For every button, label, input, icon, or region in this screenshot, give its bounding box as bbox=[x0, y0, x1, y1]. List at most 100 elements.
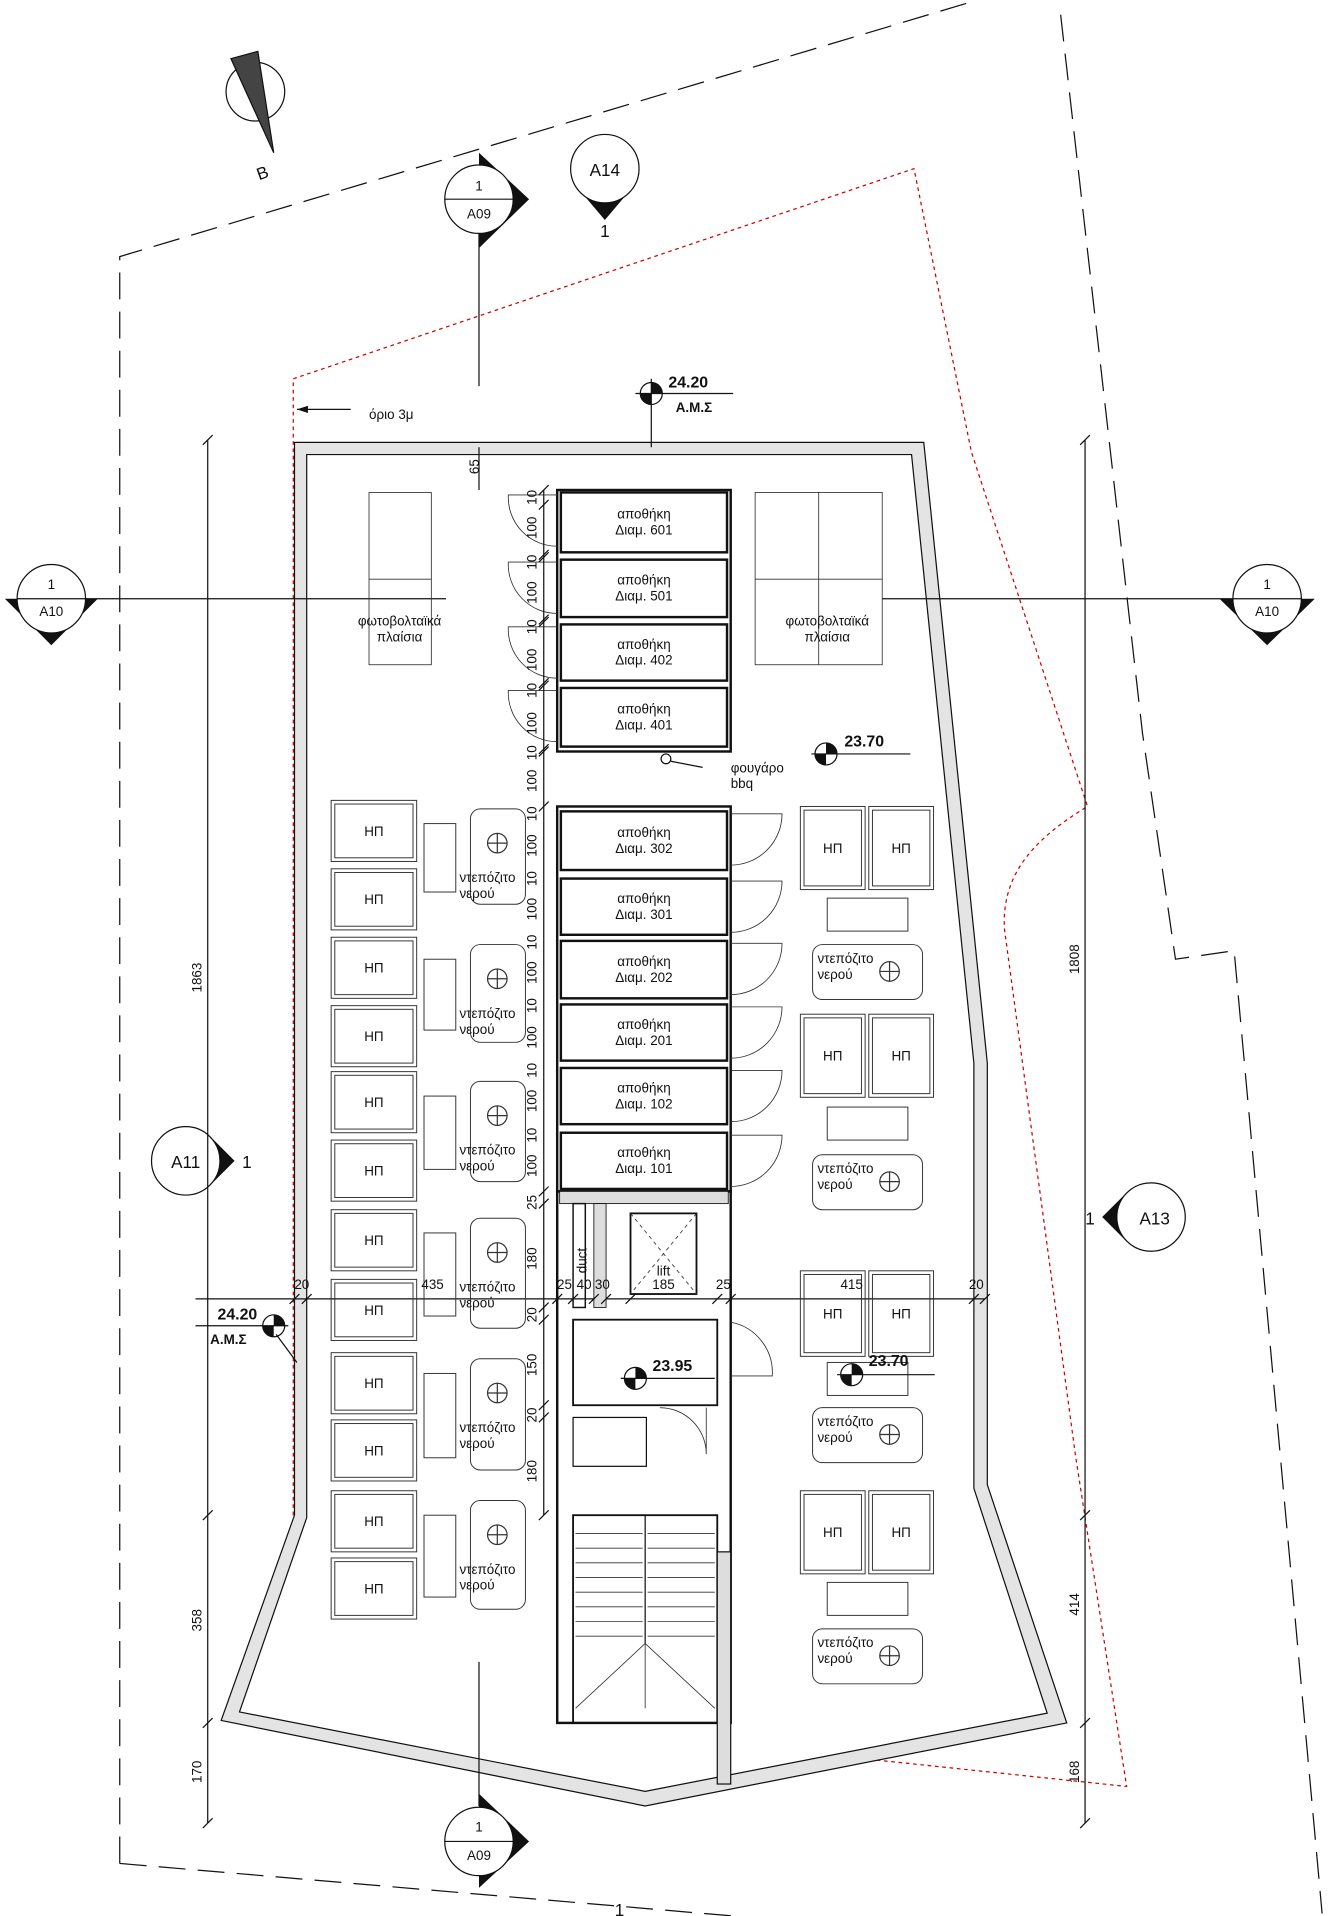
dim-left: 1863 bbox=[190, 963, 205, 993]
dim-storage: 180 bbox=[524, 1460, 539, 1482]
dim-horizontal: 30 bbox=[595, 1277, 610, 1292]
tank-base bbox=[826, 1581, 909, 1616]
svg-text:Διαμ. 201: Διαμ. 201 bbox=[615, 1033, 672, 1048]
svg-text:1: 1 bbox=[1085, 1209, 1095, 1228]
section-marker-a10-right[interactable]: 1 A10 bbox=[1219, 563, 1315, 646]
svg-text:A13: A13 bbox=[1140, 1209, 1170, 1228]
dim-storage: 10 bbox=[524, 1063, 539, 1078]
svg-text:ντεπόζιτο: ντεπόζιτο bbox=[817, 951, 873, 966]
solar-heater: ΗΠ bbox=[330, 1071, 418, 1134]
svg-text:1: 1 bbox=[475, 1820, 482, 1835]
door-swing bbox=[730, 942, 783, 996]
svg-text:φουγάρο: φουγάρο bbox=[731, 760, 784, 775]
dim-storage: 10 bbox=[524, 555, 539, 570]
tank-base bbox=[423, 823, 457, 893]
solar-heater: ΗΠ bbox=[330, 1490, 418, 1553]
solar-heater: ΗΠ bbox=[799, 805, 866, 891]
bbq-chimney: φουγάρο bbq bbox=[660, 753, 784, 791]
section-marker-a11[interactable]: A11 1 bbox=[150, 1126, 252, 1196]
svg-text:νερού: νερού bbox=[459, 886, 494, 901]
pv-panel-left: φωτοβολταϊκά πλαίσια bbox=[358, 492, 442, 666]
solar-heater: ΗΠ bbox=[330, 868, 418, 931]
svg-text:B: B bbox=[254, 162, 271, 184]
svg-text:αποθήκη: αποθήκη bbox=[617, 891, 670, 906]
svg-text:ΗΠ: ΗΠ bbox=[364, 824, 383, 839]
dim-horizontal: 20 bbox=[969, 1277, 984, 1292]
dim-storage: 100 bbox=[524, 649, 539, 671]
lift-car bbox=[629, 1212, 698, 1295]
svg-text:ΗΠ: ΗΠ bbox=[364, 1581, 383, 1596]
door-swing bbox=[730, 1134, 783, 1187]
dim-storage: 10 bbox=[524, 745, 539, 760]
level-marker-left: 24.20 Α.Μ.Σ bbox=[195, 1307, 298, 1363]
svg-text:Διαμ. 601: Διαμ. 601 bbox=[615, 523, 672, 538]
solar-heater: ΗΠ bbox=[330, 1557, 418, 1620]
section-marker-a10-left[interactable]: 1 A10 bbox=[4, 563, 98, 646]
dim-offset: 65 bbox=[467, 459, 482, 474]
svg-text:ΗΠ: ΗΠ bbox=[891, 1049, 910, 1064]
dim-right: 1808 bbox=[1067, 944, 1082, 974]
tank-base bbox=[423, 1372, 457, 1459]
section-marker-a09-bottom[interactable]: 1 A09 bbox=[444, 1793, 530, 1888]
svg-text:23.70: 23.70 bbox=[869, 1353, 909, 1370]
property-boundary-right bbox=[1060, 14, 1323, 1914]
solar-heater: ΗΠ bbox=[330, 936, 418, 999]
solar-heater: ΗΠ bbox=[330, 1352, 418, 1415]
svg-text:ΗΠ: ΗΠ bbox=[364, 892, 383, 907]
svg-text:ντεπόζιτο: ντεπόζιτο bbox=[459, 1562, 515, 1577]
property-boundary bbox=[119, 0, 978, 1864]
roof-terrace bbox=[238, 453, 1048, 1792]
dim-storage: 150 bbox=[524, 1354, 539, 1376]
dim-storage: 100 bbox=[524, 1155, 539, 1177]
dim-storage: 10 bbox=[524, 683, 539, 698]
tank-base bbox=[826, 1361, 909, 1396]
svg-text:Διαμ. 401: Διαμ. 401 bbox=[615, 718, 672, 733]
dim-left: 170 bbox=[190, 1761, 205, 1783]
dim-storage: 10 bbox=[524, 490, 539, 505]
dim-storage: 10 bbox=[524, 1128, 539, 1143]
dim-storage: 100 bbox=[524, 712, 539, 734]
svg-text:Διαμ. 301: Διαμ. 301 bbox=[615, 907, 672, 922]
svg-text:αποθήκη: αποθήκη bbox=[617, 637, 670, 652]
dim-horizontal: 25 bbox=[716, 1277, 731, 1292]
section-marker-a14[interactable]: A14 1 bbox=[570, 133, 640, 241]
section-marker-a13[interactable]: A13 1 bbox=[1085, 1182, 1186, 1252]
svg-text:ΗΠ: ΗΠ bbox=[364, 1376, 383, 1391]
svg-text:1: 1 bbox=[475, 179, 482, 194]
svg-text:ντεπόζιτο: ντεπόζιτο bbox=[817, 1414, 873, 1429]
solar-heater: ΗΠ bbox=[799, 1490, 866, 1575]
svg-text:ντεπόζιτο: ντεπόζιτο bbox=[459, 1143, 515, 1158]
section-marker-a09-top[interactable]: 1 A09 bbox=[444, 152, 530, 249]
svg-text:αποθήκη: αποθήκη bbox=[617, 954, 670, 969]
solar-heater: ΗΠ bbox=[868, 1270, 935, 1357]
svg-text:ντεπόζιτο: ντεπόζιτο bbox=[459, 1420, 515, 1435]
level-marker-top: 24.20 Α.Μ.Σ bbox=[635, 374, 734, 448]
dim-storage: 20 bbox=[524, 1307, 539, 1322]
dim-storage: 10 bbox=[524, 806, 539, 821]
svg-text:ΗΠ: ΗΠ bbox=[364, 1514, 383, 1529]
svg-text:24.20: 24.20 bbox=[218, 1307, 258, 1324]
svg-text:αποθήκη: αποθήκη bbox=[617, 1080, 670, 1095]
tank-base bbox=[423, 958, 457, 1031]
svg-text:Διαμ. 402: Διαμ. 402 bbox=[615, 653, 672, 668]
svg-text:A09: A09 bbox=[467, 1848, 491, 1863]
dim-horizontal: 415 bbox=[840, 1277, 862, 1292]
svg-text:ντεπόζιτο: ντεπόζιτο bbox=[459, 870, 515, 885]
svg-text:A09: A09 bbox=[467, 207, 491, 222]
svg-text:ΗΠ: ΗΠ bbox=[823, 1525, 842, 1540]
setback-line bbox=[292, 167, 1128, 1788]
svg-text:αποθήκη: αποθήκη bbox=[617, 507, 670, 522]
svg-text:23.70: 23.70 bbox=[844, 734, 884, 751]
svg-text:πλαίσια: πλαίσια bbox=[377, 630, 423, 645]
dim-horizontal: 25 bbox=[557, 1277, 572, 1292]
door-swing bbox=[730, 1006, 783, 1059]
